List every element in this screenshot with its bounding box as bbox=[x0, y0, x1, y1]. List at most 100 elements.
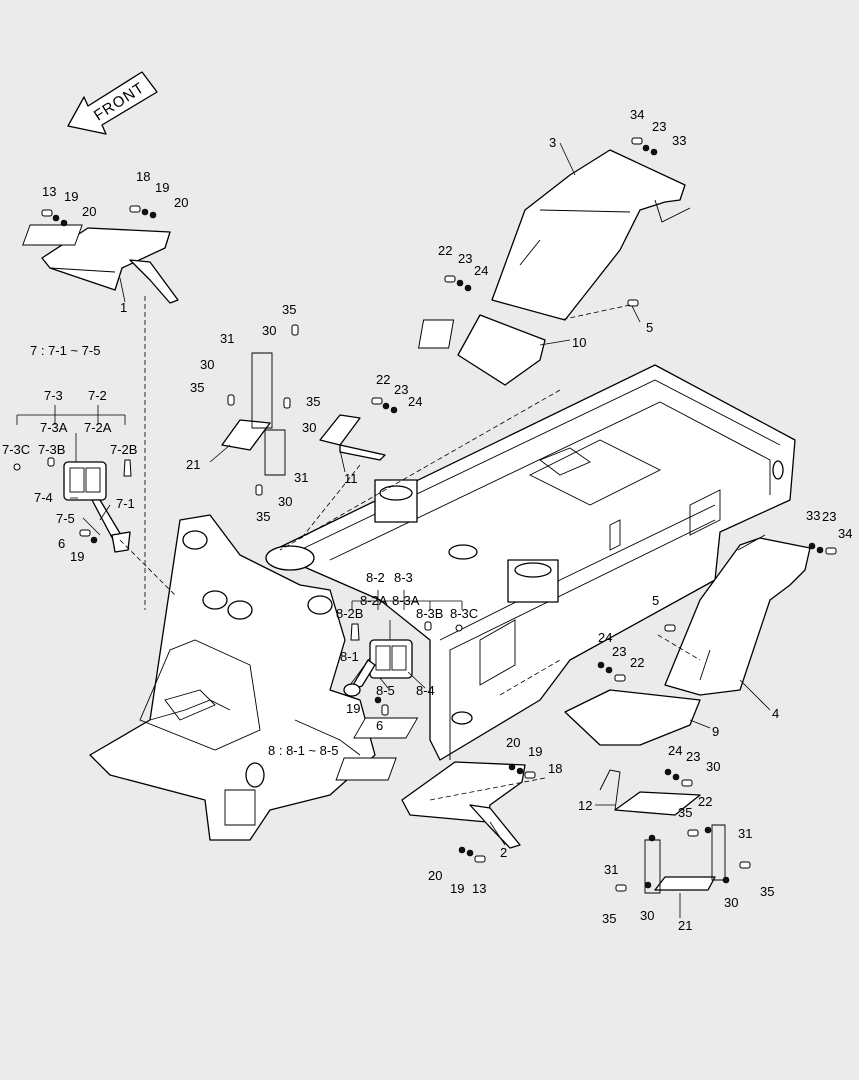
callout-1: 1 bbox=[120, 300, 127, 315]
callout-8-2: 8-2 bbox=[366, 570, 385, 585]
callout-20: 20 bbox=[174, 195, 188, 210]
callout-23: 23 bbox=[686, 749, 700, 764]
callout-5: 5 bbox=[646, 320, 653, 335]
callout-23: 23 bbox=[394, 382, 408, 397]
step-21-right bbox=[644, 824, 726, 894]
callout-35: 35 bbox=[282, 302, 296, 317]
callout-7-4: 7-4 bbox=[34, 490, 53, 505]
callout-6: 6 bbox=[58, 536, 65, 551]
callout-30: 30 bbox=[278, 494, 292, 509]
loader-arm-frame bbox=[89, 514, 376, 841]
front-fender-left bbox=[22, 224, 179, 304]
callout-30: 30 bbox=[724, 895, 738, 910]
callout-7-2A: 7-2A bbox=[84, 420, 112, 435]
callout-35: 35 bbox=[306, 394, 320, 409]
step-12 bbox=[599, 769, 701, 816]
group-7-note: 7 : 7-1 ~ 7-5 bbox=[30, 343, 100, 358]
callout-33: 33 bbox=[672, 133, 686, 148]
callout-4: 4 bbox=[772, 706, 779, 721]
callout-8-3B: 8-3B bbox=[416, 606, 443, 621]
step-21-left bbox=[221, 352, 286, 476]
callout-8-5: 8-5 bbox=[376, 683, 395, 698]
callout-8-3A: 8-3A bbox=[392, 593, 420, 608]
callout-30: 30 bbox=[706, 759, 720, 774]
callout-7-3B: 7-3B bbox=[38, 442, 65, 457]
callout-35: 35 bbox=[760, 884, 774, 899]
callout-7-3A: 7-3A bbox=[40, 420, 68, 435]
callout-3: 3 bbox=[549, 135, 556, 150]
callout-7-1: 7-1 bbox=[116, 496, 135, 511]
callout-7-2B: 7-2B bbox=[110, 442, 137, 457]
callout-35: 35 bbox=[678, 805, 692, 820]
callout-35: 35 bbox=[602, 911, 616, 926]
callout-19: 19 bbox=[70, 549, 84, 564]
front-direction-arrow-icon: FRONT bbox=[67, 71, 158, 135]
callout-7-3: 7-3 bbox=[44, 388, 63, 403]
callout-7-2: 7-2 bbox=[88, 388, 107, 403]
callout-7-3C: 7-3C bbox=[2, 442, 30, 457]
callout-30: 30 bbox=[200, 357, 214, 372]
callout-23: 23 bbox=[612, 644, 626, 659]
callout-35: 35 bbox=[190, 380, 204, 395]
assembly-lines bbox=[119, 296, 701, 801]
callout-22: 22 bbox=[630, 655, 644, 670]
callout-19: 19 bbox=[450, 881, 464, 896]
callout-19: 19 bbox=[155, 180, 169, 195]
callout-8-3C: 8-3C bbox=[450, 606, 478, 621]
callout-24: 24 bbox=[668, 743, 682, 758]
callout-21: 21 bbox=[678, 918, 692, 933]
callout-18: 18 bbox=[136, 169, 150, 184]
callout-13: 13 bbox=[472, 881, 486, 896]
callout-34: 34 bbox=[630, 107, 644, 122]
callout-24: 24 bbox=[474, 263, 488, 278]
callout-19: 19 bbox=[64, 189, 78, 204]
callout-8-2A: 8-2A bbox=[360, 593, 388, 608]
callout-30: 30 bbox=[302, 420, 316, 435]
callout-22: 22 bbox=[698, 794, 712, 809]
callout-33: 33 bbox=[806, 508, 820, 523]
callout-31: 31 bbox=[738, 826, 752, 841]
step-11 bbox=[319, 414, 386, 461]
group-8-note: 8 : 8-1 ~ 8-5 bbox=[268, 743, 338, 758]
main-frame bbox=[265, 364, 796, 761]
callout-24: 24 bbox=[408, 394, 422, 409]
callout-18: 18 bbox=[548, 761, 562, 776]
step-tray-10 bbox=[418, 314, 546, 386]
callout-8-2B: 8-2B bbox=[336, 606, 363, 621]
callout-12: 12 bbox=[578, 798, 592, 813]
callout-24: 24 bbox=[598, 630, 612, 645]
callout-20: 20 bbox=[82, 204, 96, 219]
callout-35: 35 bbox=[256, 509, 270, 524]
callout-20: 20 bbox=[428, 868, 442, 883]
rear-fender-4 bbox=[664, 534, 811, 696]
lamp-assembly-8 bbox=[343, 621, 463, 697]
callout-8-3: 8-3 bbox=[394, 570, 413, 585]
callout-22: 22 bbox=[376, 372, 390, 387]
callout-23: 23 bbox=[458, 251, 472, 266]
callout-31: 31 bbox=[220, 331, 234, 346]
callout-34: 34 bbox=[838, 526, 852, 541]
callout-21: 21 bbox=[186, 457, 200, 472]
callout-31: 31 bbox=[604, 862, 618, 877]
callout-8-4: 8-4 bbox=[416, 683, 435, 698]
callout-2: 2 bbox=[500, 845, 507, 860]
callout-6: 6 bbox=[376, 718, 383, 733]
hardware-fasteners bbox=[41, 137, 837, 892]
rear-fender-3 bbox=[491, 149, 691, 321]
callout-19: 19 bbox=[528, 744, 542, 759]
callout-23: 23 bbox=[652, 119, 666, 134]
callout-19: 19 bbox=[346, 701, 360, 716]
callout-7-5: 7-5 bbox=[56, 511, 75, 526]
callout-10: 10 bbox=[572, 335, 586, 350]
front-fender-right bbox=[335, 757, 526, 849]
callout-20: 20 bbox=[506, 735, 520, 750]
callout-9: 9 bbox=[712, 724, 719, 739]
callout-31: 31 bbox=[294, 470, 308, 485]
callout-labels: 1 2 3 4 5 5 6 6 9 10 11 12 13 13 18 18 1… bbox=[2, 107, 852, 933]
callout-30: 30 bbox=[640, 908, 654, 923]
lamp-assembly-7 bbox=[13, 457, 132, 553]
callout-30: 30 bbox=[262, 323, 276, 338]
callout-8-1: 8-1 bbox=[340, 649, 359, 664]
callout-23: 23 bbox=[822, 509, 836, 524]
